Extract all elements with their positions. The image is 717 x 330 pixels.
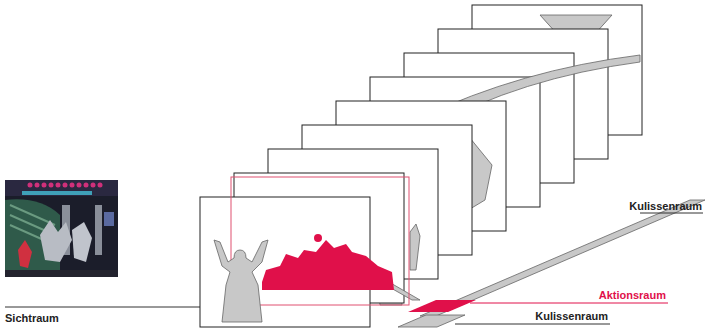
view-label: Sichtraum <box>5 312 59 325</box>
action-label: Aktionsraum <box>599 289 666 302</box>
backdrop-label: Kulissenraum <box>535 310 608 323</box>
game-screenshot <box>5 180 118 277</box>
backdrop-label: Kulissenraum <box>629 200 702 213</box>
